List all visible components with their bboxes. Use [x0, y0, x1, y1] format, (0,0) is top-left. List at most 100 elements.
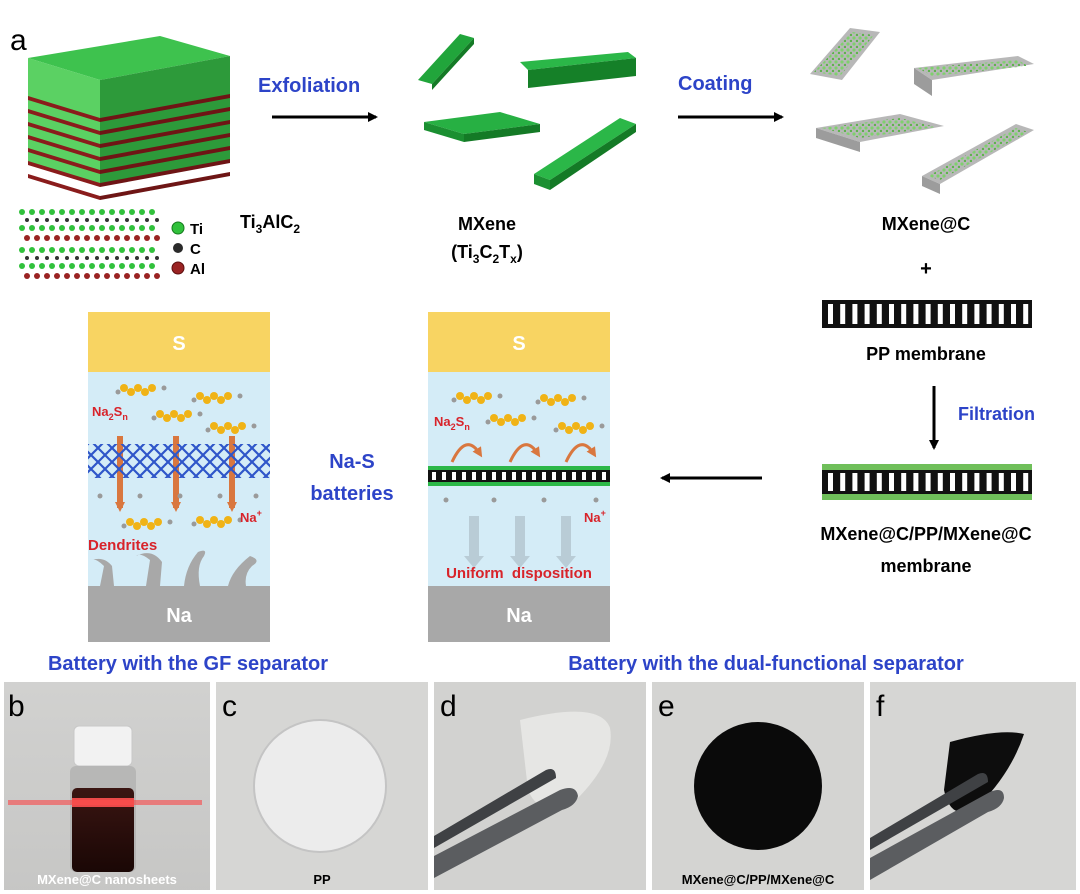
photo-c: c PP: [216, 682, 428, 890]
pp-pore: [950, 304, 955, 324]
al-atom: [64, 235, 70, 241]
polysulfide-chain: [115, 384, 167, 396]
photo-label-e: e: [658, 690, 675, 723]
photo-label-f: f: [876, 690, 885, 723]
polysulfide-label-left: Na2Sn: [92, 404, 128, 422]
sulfur-atom: [484, 392, 492, 400]
dendrite: [136, 553, 162, 586]
pp-pore: [913, 473, 919, 491]
ti-atom: [89, 225, 95, 231]
sulfur-atom: [518, 414, 526, 422]
plus-sign: +: [920, 258, 932, 280]
sulfur-atom: [463, 396, 471, 404]
separator-pore: [602, 472, 606, 480]
mxene-formula: (Ti3C2Tx): [451, 242, 523, 266]
al-atom: [74, 273, 80, 279]
na-ion: [137, 493, 143, 499]
legend-c: C: [190, 241, 201, 258]
max-phase-block: [28, 36, 230, 200]
ti-atom: [139, 263, 145, 269]
photo-b: b MXene@C nanosheets: [4, 682, 210, 890]
polysulfide-label-right: Na2Sn: [434, 414, 470, 432]
pp-pore: [840, 473, 846, 491]
ti-atom: [49, 225, 55, 231]
al-atom: [94, 235, 100, 241]
al-atom: [54, 273, 60, 279]
ti-atom: [149, 247, 155, 253]
al-atom: [134, 273, 140, 279]
na-s-label: Na-S: [329, 451, 375, 473]
c-atom: [55, 256, 59, 260]
pp-pore: [852, 473, 858, 491]
pp-membrane-label: PP membrane: [866, 344, 986, 364]
ti-atom: [29, 263, 35, 269]
ti-atom: [89, 263, 95, 269]
polysulfide-chain: [535, 394, 587, 406]
al-atom: [144, 235, 150, 241]
pp-pore: [901, 304, 907, 324]
al-layer-side: [100, 159, 230, 187]
na-ion-label-right: Na+: [584, 508, 606, 525]
al-atom: [154, 235, 160, 241]
c-atom: [125, 256, 129, 260]
al-atom: [24, 235, 30, 241]
separator-pore: [462, 472, 466, 480]
sulfur-atom: [203, 396, 211, 404]
na-ion: [97, 493, 103, 499]
al-atom: [44, 273, 50, 279]
sulfur-atom: [238, 422, 246, 430]
c-legend-dot: [173, 243, 183, 253]
c-atom: [155, 256, 159, 260]
composite-label-2: membrane: [880, 556, 971, 576]
c-atom: [135, 256, 139, 260]
sulfur-atom: [217, 426, 225, 434]
sodium-label: Na: [166, 605, 192, 627]
sulfur-atom: [540, 394, 548, 402]
polysulfide-chain: [151, 410, 203, 422]
al-atom: [114, 273, 120, 279]
pp-pore: [852, 304, 858, 324]
al-layer-side: [100, 107, 230, 135]
al-atom: [134, 235, 140, 241]
mxene-flakes: [418, 34, 636, 190]
na-ion: [593, 497, 599, 503]
sulfur-cathode-right: [428, 312, 610, 372]
al-atom: [74, 235, 80, 241]
c-atom: [85, 218, 89, 222]
al-atom: [54, 235, 60, 241]
gf-caption: Battery with the GF separator: [48, 653, 328, 675]
c-atom: [55, 218, 59, 222]
al-atom: [124, 235, 130, 241]
photo-f: f: [870, 682, 1076, 890]
sulfur-atom: [210, 392, 218, 400]
sulfur-atom: [497, 418, 505, 426]
photo-caption-c: PP: [313, 872, 331, 887]
ti-atom: [19, 225, 25, 231]
sulfur-atom: [477, 396, 485, 404]
separator-pore: [532, 472, 536, 480]
polysulfide-chain: [121, 518, 173, 530]
al-layer-front: [28, 135, 100, 161]
separator-pore: [482, 472, 486, 480]
sulfur-atom: [210, 516, 218, 524]
ti-atom: [129, 209, 135, 215]
ti-atom: [119, 209, 125, 215]
dendrite: [228, 556, 257, 586]
dendrite: [92, 558, 114, 586]
uniform-flux-head: [556, 556, 576, 568]
separator-pore: [542, 472, 546, 480]
c-atom: [105, 218, 109, 222]
separator-pore: [432, 472, 436, 480]
al-layer-side: [100, 94, 230, 122]
photo-caption-b: MXene@C nanosheets: [37, 872, 177, 887]
blocked-arrow: [450, 443, 483, 463]
sulfur-atom: [579, 426, 587, 434]
ti-atom: [139, 247, 145, 253]
ti-atom: [129, 247, 135, 253]
sulfur-atom: [470, 392, 478, 400]
na-atom: [451, 397, 457, 403]
dendrites-label: Dendrites: [88, 537, 157, 554]
sulfur-atom: [565, 426, 573, 434]
pp-pore: [864, 473, 870, 491]
ti-atom: [79, 247, 85, 253]
